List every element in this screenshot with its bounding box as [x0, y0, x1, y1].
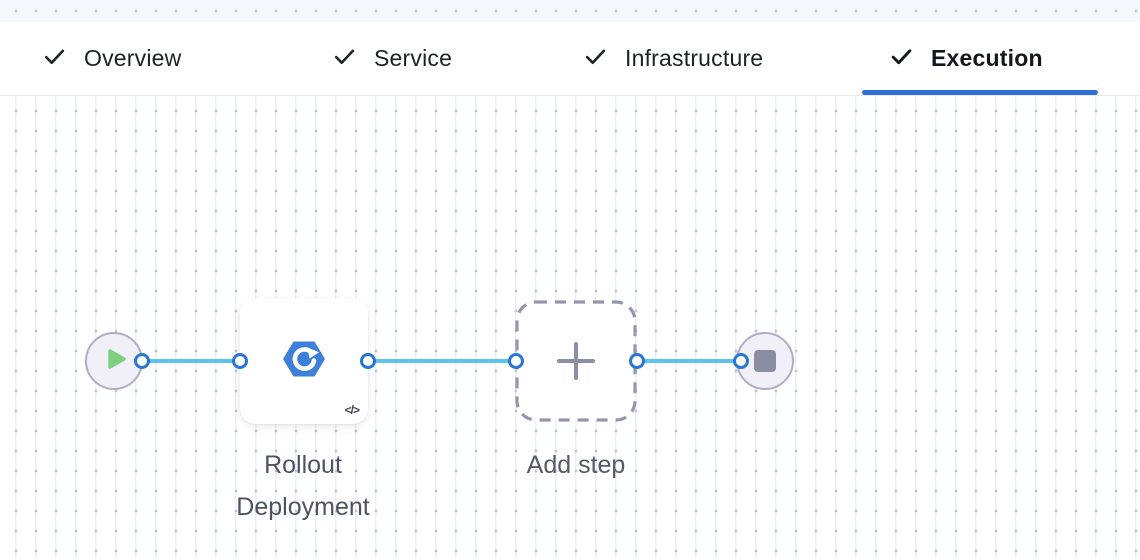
edge-step-to-addstep [368, 359, 516, 363]
active-tab-indicator [862, 90, 1098, 95]
pipeline-canvas[interactable]: </> Rollout Deployment Add step [0, 96, 1140, 559]
tab-overview[interactable]: Overview [42, 22, 181, 95]
code-icon[interactable]: </> [344, 403, 360, 417]
edge-addstep-to-end [637, 359, 741, 363]
start-node[interactable] [85, 332, 143, 390]
port-addstep-in[interactable] [508, 353, 524, 369]
step-node-rollout-deployment[interactable]: </> [240, 298, 368, 424]
rolling-deploy-icon [281, 338, 327, 385]
check-icon [583, 44, 608, 74]
canvas-top-strip [0, 0, 1140, 22]
check-icon [889, 44, 914, 74]
tab-service-label: Service [374, 45, 453, 71]
step-node-label: Rollout Deployment [236, 451, 370, 521]
tab-infrastructure-label: Infrastructure [625, 45, 764, 71]
pipeline-stage-tabbar: Overview Service Infrastructure Executio… [0, 22, 1140, 96]
check-icon [332, 44, 357, 74]
port-step-out[interactable] [360, 353, 376, 369]
play-icon [106, 347, 128, 376]
tab-execution-label: Execution [931, 45, 1043, 71]
tab-infrastructure[interactable]: Infrastructure [583, 22, 763, 95]
port-step-in[interactable] [232, 353, 248, 369]
port-addstep-out[interactable] [629, 353, 645, 369]
edge-start-to-step [142, 359, 240, 363]
tab-overview-label: Overview [84, 45, 182, 71]
plus-icon [557, 342, 595, 380]
tab-service[interactable]: Service [332, 22, 452, 95]
tab-execution[interactable]: Execution [889, 22, 1043, 95]
port-start-out[interactable] [134, 353, 150, 369]
check-icon [42, 44, 67, 74]
stop-icon [754, 350, 776, 372]
add-step-label: Add step [526, 451, 626, 479]
port-end-in[interactable] [733, 353, 749, 369]
add-step-node[interactable] [515, 300, 637, 422]
